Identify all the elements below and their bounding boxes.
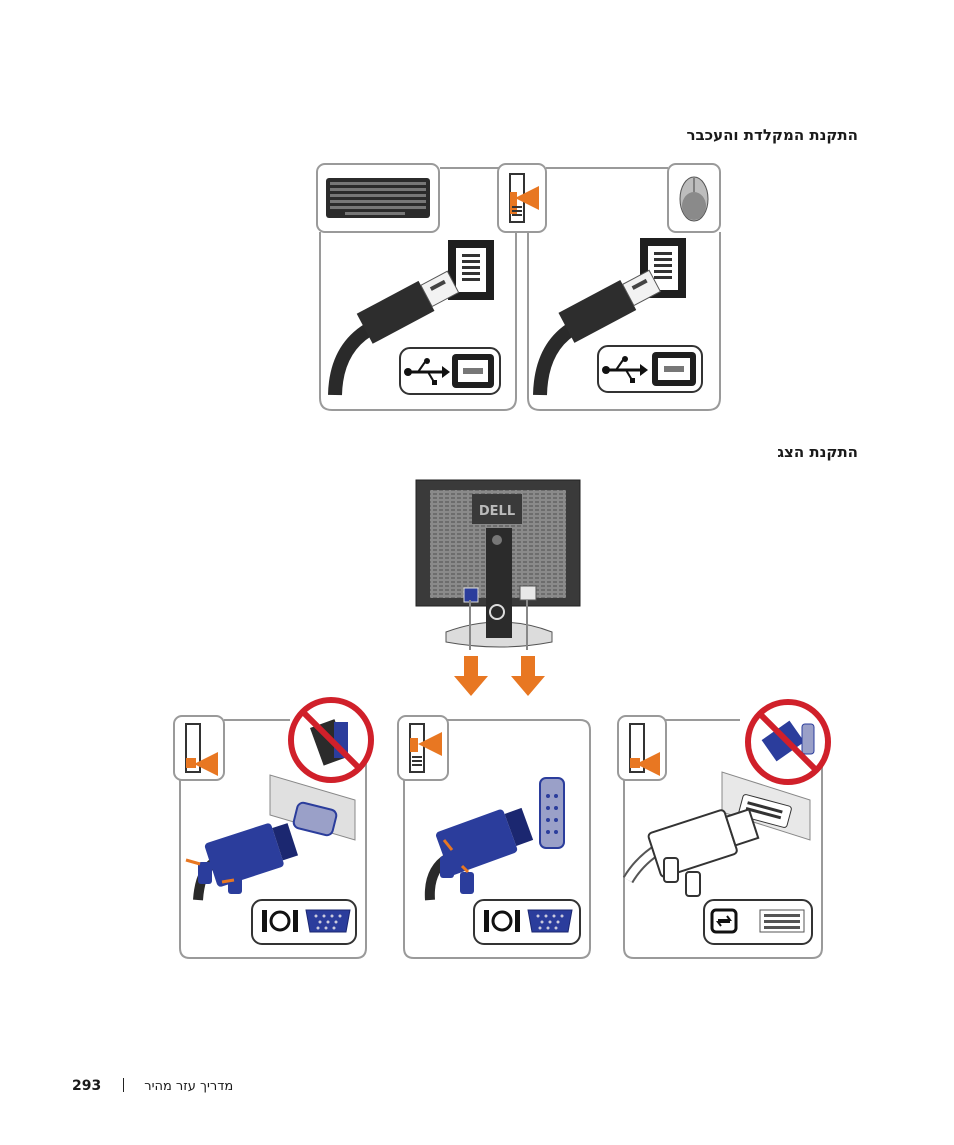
down-arrow-icon [454, 656, 488, 696]
computer-rear-port-icon [618, 716, 666, 780]
usb-port-label-2 [598, 346, 702, 392]
monitor-logo: DELL [479, 504, 515, 519]
dvi-icon [704, 900, 812, 944]
computer-rear-port-icon [398, 716, 448, 780]
page-footer: 293 מדריך עזר מהיר [72, 1078, 233, 1094]
monitor-rear-illustration: DELL [416, 480, 580, 647]
vga-panel-middle [398, 716, 590, 958]
computer-rear-port-icon [174, 716, 224, 780]
mouse-connection-panel [528, 164, 720, 410]
vga-icon [252, 900, 356, 944]
footer-divider [123, 1078, 124, 1092]
vga-icon [474, 900, 580, 944]
computer-rear-port-icon [498, 164, 546, 232]
mouse-icon [668, 164, 720, 232]
vga-panel-left [174, 700, 371, 958]
page-number: 293 [72, 1078, 101, 1094]
dvi-panel-right [618, 702, 828, 958]
keyboard-icon [317, 164, 439, 232]
usb-port-label [400, 348, 500, 394]
down-arrow-icon [511, 656, 545, 696]
keyboard-connection-panel [317, 164, 516, 410]
prohibited-icon [291, 700, 371, 780]
prohibited-icon [748, 702, 828, 782]
guide-title: מדריך עזר מהיר [144, 1079, 233, 1094]
